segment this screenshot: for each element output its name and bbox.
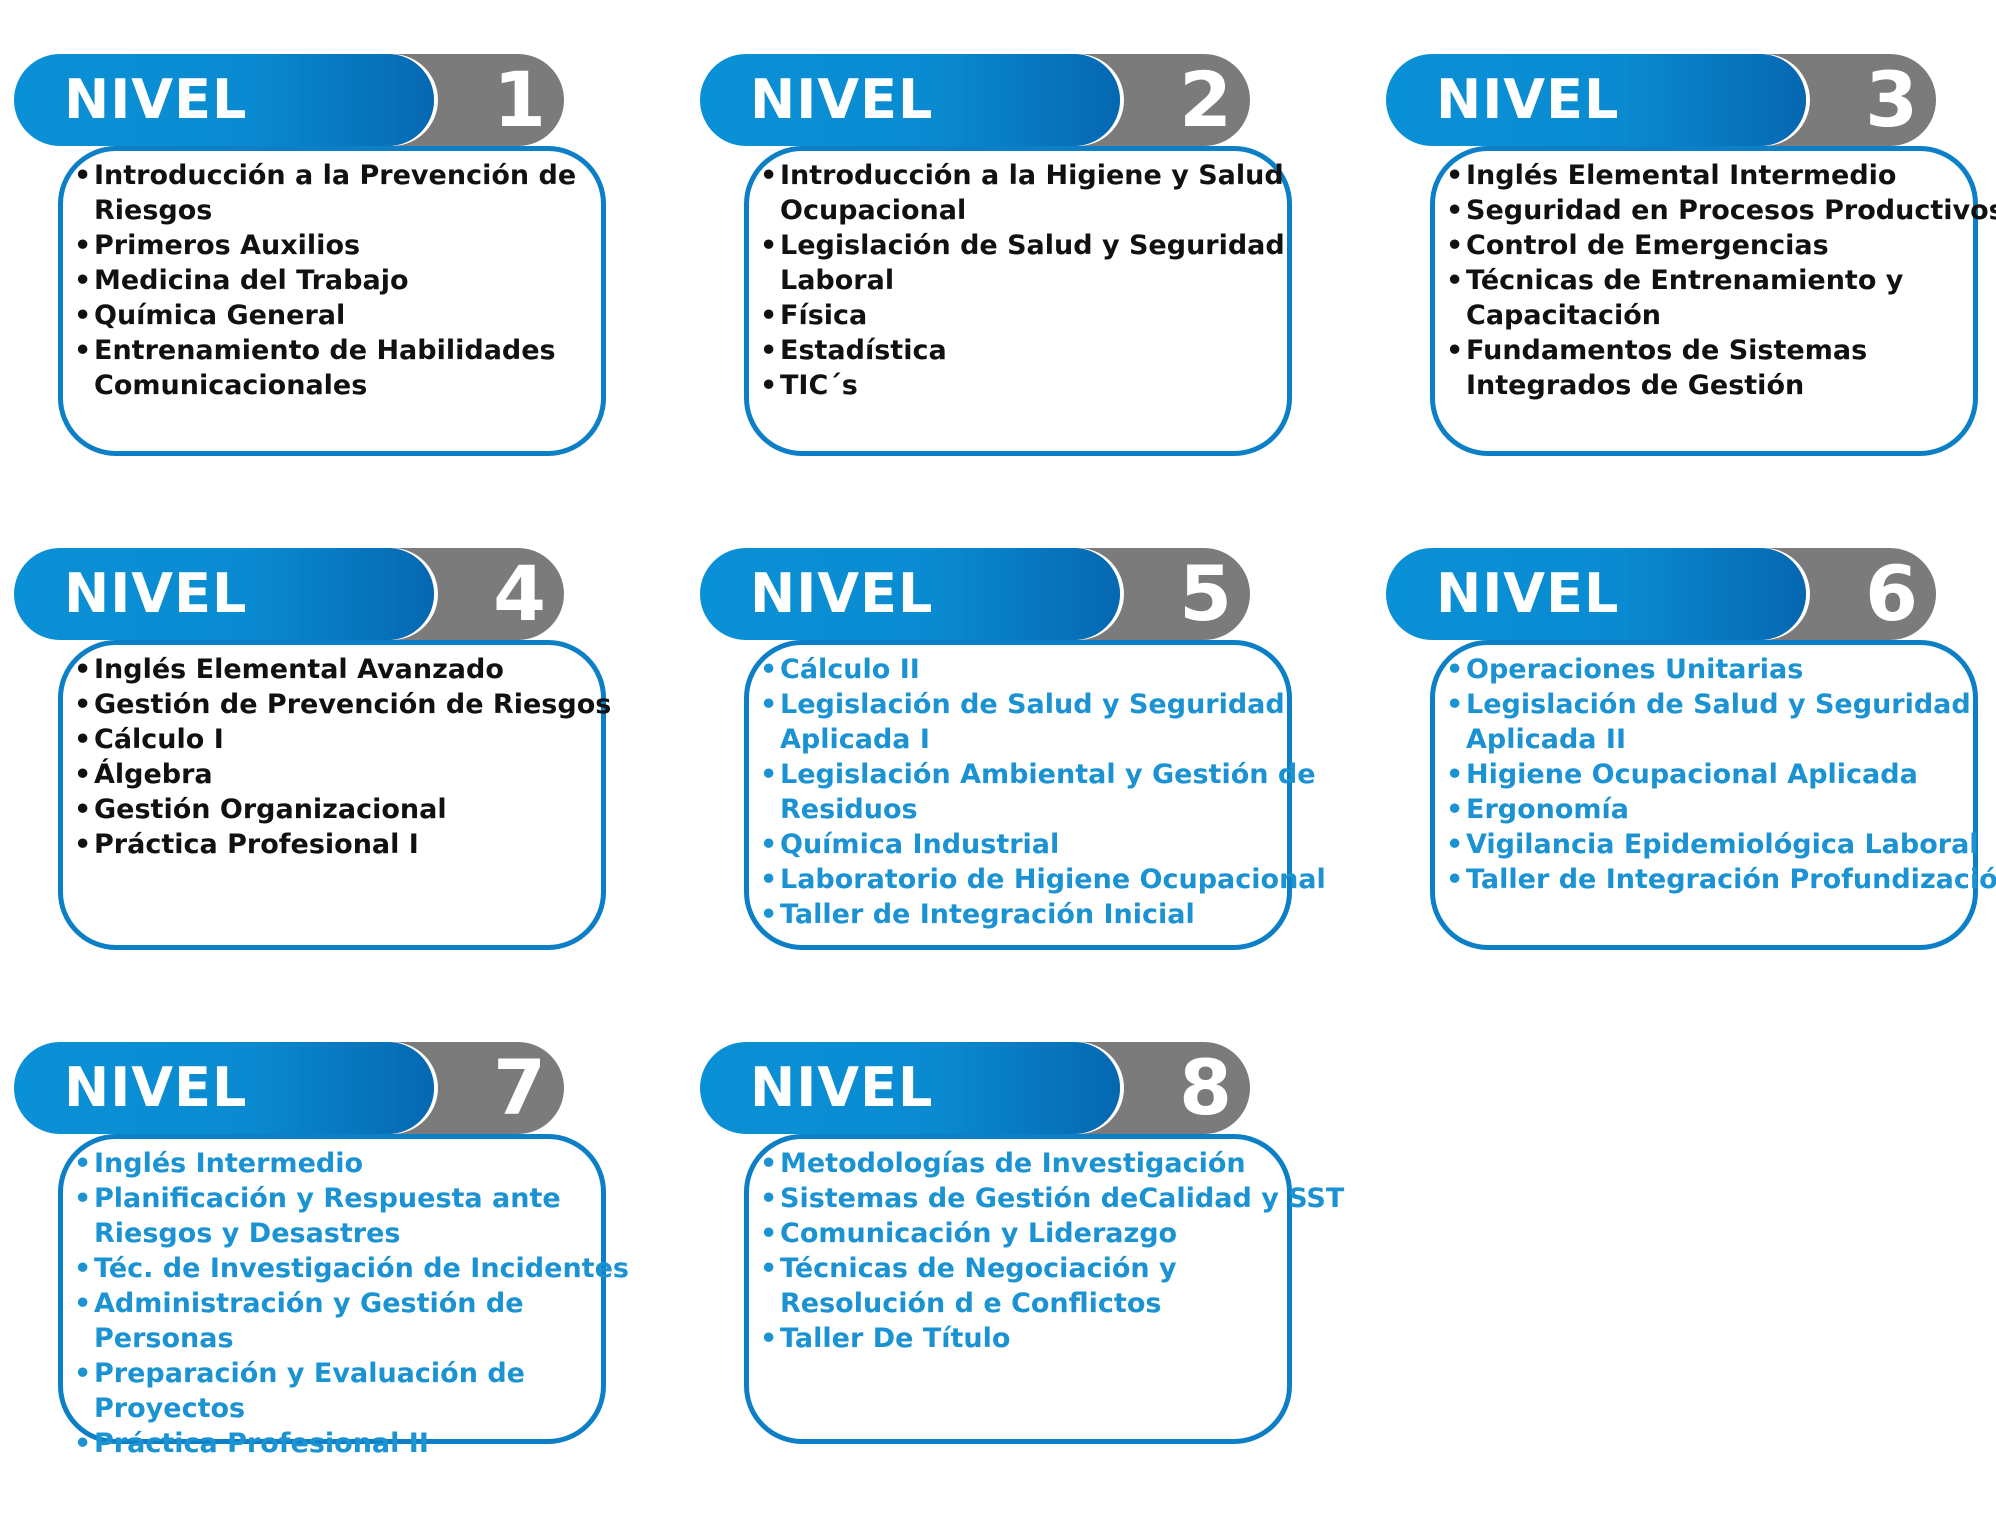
subject-item: Gestión de Prevención de Riesgos: [74, 687, 664, 722]
level-card-1: 1 NIVEL Introducción a la Prevención de Ri…: [0, 0, 690, 460]
level-card-7: 7 NIVEL Inglés IntermedioPlanificación y R…: [0, 988, 690, 1459]
level-number: 1: [493, 55, 546, 144]
level-number: 4: [493, 549, 546, 638]
level-header: 7 NIVEL: [14, 1042, 564, 1134]
subject-item: Legislación de Salud y Seguridad Aplicad…: [1446, 687, 1996, 757]
level-title: NIVEL: [1436, 562, 1620, 625]
level-title-tab: NIVEL: [14, 54, 434, 146]
subject-item: Legislación Ambiental y Gestión de Resid…: [760, 757, 1350, 827]
subject-item: Taller de Integración Inicial: [760, 897, 1350, 932]
level-title-tab: NIVEL: [1386, 548, 1806, 640]
subjects-list: Introducción a la Prevención de RiesgosP…: [74, 158, 664, 403]
level-header: 3 NIVEL: [1386, 54, 1936, 146]
subjects-list: Metodologías de InvestigaciónSistemas de…: [760, 1146, 1350, 1356]
subject-item: Técnicas de Negociación y Resolución d e…: [760, 1251, 1350, 1321]
subject-item: Taller de Integración Profundización: [1446, 862, 1996, 897]
subjects-list: Introducción a la Higiene y Salud Ocupac…: [760, 158, 1350, 403]
subject-item: Legislación de Salud y Seguridad Laboral: [760, 228, 1350, 298]
subject-item: Administración y Gestión de Personas: [74, 1286, 664, 1356]
level-title-tab: NIVEL: [14, 548, 434, 640]
subjects-list: Inglés Elemental AvanzadoGestión de Prev…: [74, 652, 664, 862]
subject-item: Comunicación y Liderazgo: [760, 1216, 1350, 1251]
subject-item: Inglés Elemental Avanzado: [74, 652, 664, 687]
subject-item: Introducción a la Higiene y Salud Ocupac…: [760, 158, 1350, 228]
subject-item: Cálculo II: [760, 652, 1350, 687]
level-number: 6: [1865, 549, 1918, 638]
level-title: NIVEL: [750, 1056, 934, 1119]
level-number: 8: [1179, 1043, 1232, 1132]
level-title-tab: NIVEL: [700, 548, 1120, 640]
subject-item: Inglés Intermedio: [74, 1146, 664, 1181]
level-header: 1 NIVEL: [14, 54, 564, 146]
level-title-tab: NIVEL: [14, 1042, 434, 1134]
level-title-tab: NIVEL: [1386, 54, 1806, 146]
subject-item: Preparación y Evaluación de Proyectos: [74, 1356, 664, 1426]
subject-item: Legislación de Salud y Seguridad Aplicad…: [760, 687, 1350, 757]
level-number: 5: [1179, 549, 1232, 638]
subject-item: Química Industrial: [760, 827, 1350, 862]
level-number: 2: [1179, 55, 1232, 144]
level-card-4: 4 NIVEL Inglés Elemental AvanzadoGestión d…: [0, 494, 690, 954]
subject-item: Seguridad en Procesos Productivos: [1446, 193, 1996, 228]
subject-item: Sistemas de Gestión deCalidad y SST: [760, 1181, 1350, 1216]
level-title: NIVEL: [64, 562, 248, 625]
subject-item: Metodologías de Investigación: [760, 1146, 1350, 1181]
subject-item: Taller De Título: [760, 1321, 1350, 1356]
level-header: 4 NIVEL: [14, 548, 564, 640]
level-title: NIVEL: [750, 562, 934, 625]
level-title: NIVEL: [750, 68, 934, 131]
subject-item: Operaciones Unitarias: [1446, 652, 1996, 687]
level-card-6: 6 NIVEL Operaciones UnitariasLegislación d…: [1372, 494, 1996, 954]
level-title: NIVEL: [64, 1056, 248, 1119]
subject-item: Estadística: [760, 333, 1350, 368]
subject-item: Cálculo I: [74, 722, 664, 757]
level-header: 6 NIVEL: [1386, 548, 1936, 640]
subject-item: Gestión Organizacional: [74, 792, 664, 827]
level-card-8: 8 NIVEL Metodologías de InvestigaciónSiste…: [686, 988, 1376, 1448]
level-header: 8 NIVEL: [700, 1042, 1250, 1134]
level-card-2: 2 NIVEL Introducción a la Higiene y Salud …: [686, 0, 1376, 460]
subject-item: Ergonomía: [1446, 792, 1996, 827]
subject-item: Planificación y Respuesta ante Riesgos y…: [74, 1181, 664, 1251]
subject-item: Física: [760, 298, 1350, 333]
level-header: 2 NIVEL: [700, 54, 1250, 146]
level-title: NIVEL: [1436, 68, 1620, 131]
level-number: 3: [1865, 55, 1918, 144]
subject-item: Técnicas de Entrenamiento y Capacitación: [1446, 263, 1996, 333]
subject-item: Higiene Ocupacional Aplicada: [1446, 757, 1996, 792]
subject-item: Primeros Auxilios: [74, 228, 664, 263]
subject-item: TIC´s: [760, 368, 1350, 403]
level-number: 7: [493, 1043, 546, 1132]
subject-item: Entrenamiento de Habilidades Comunicacio…: [74, 333, 664, 403]
level-title: NIVEL: [64, 68, 248, 131]
subjects-list: Cálculo IILegislación de Salud y Segurid…: [760, 652, 1350, 932]
subjects-list: Inglés IntermedioPlanificación y Respues…: [74, 1146, 664, 1461]
subject-item: Introducción a la Prevención de Riesgos: [74, 158, 664, 228]
subject-item: Laboratorio de Higiene Ocupacional: [760, 862, 1350, 897]
subjects-list: Operaciones UnitariasLegislación de Salu…: [1446, 652, 1996, 897]
subject-item: Álgebra: [74, 757, 664, 792]
subject-item: Química General: [74, 298, 664, 333]
subject-item: Práctica Profesional I: [74, 827, 664, 862]
subject-item: Inglés Elemental Intermedio: [1446, 158, 1996, 193]
subjects-list: Inglés Elemental IntermedioSeguridad en …: [1446, 158, 1996, 403]
level-card-3: 3 NIVEL Inglés Elemental IntermedioSegurid…: [1372, 0, 1996, 460]
subject-item: Fundamentos de Sistemas Integrados de Ge…: [1446, 333, 1996, 403]
level-header: 5 NIVEL: [700, 548, 1250, 640]
subject-item: Medicina del Trabajo: [74, 263, 664, 298]
subject-item: Práctica Profesional II: [74, 1426, 664, 1461]
level-card-5: 5 NIVEL Cálculo IILegislación de Salud y S…: [686, 494, 1376, 954]
level-title-tab: NIVEL: [700, 54, 1120, 146]
level-title-tab: NIVEL: [700, 1042, 1120, 1134]
subject-item: Vigilancia Epidemiológica Laboral: [1446, 827, 1996, 862]
subject-item: Control de Emergencias: [1446, 228, 1996, 263]
subject-item: Téc. de Investigación de Incidentes: [74, 1251, 664, 1286]
